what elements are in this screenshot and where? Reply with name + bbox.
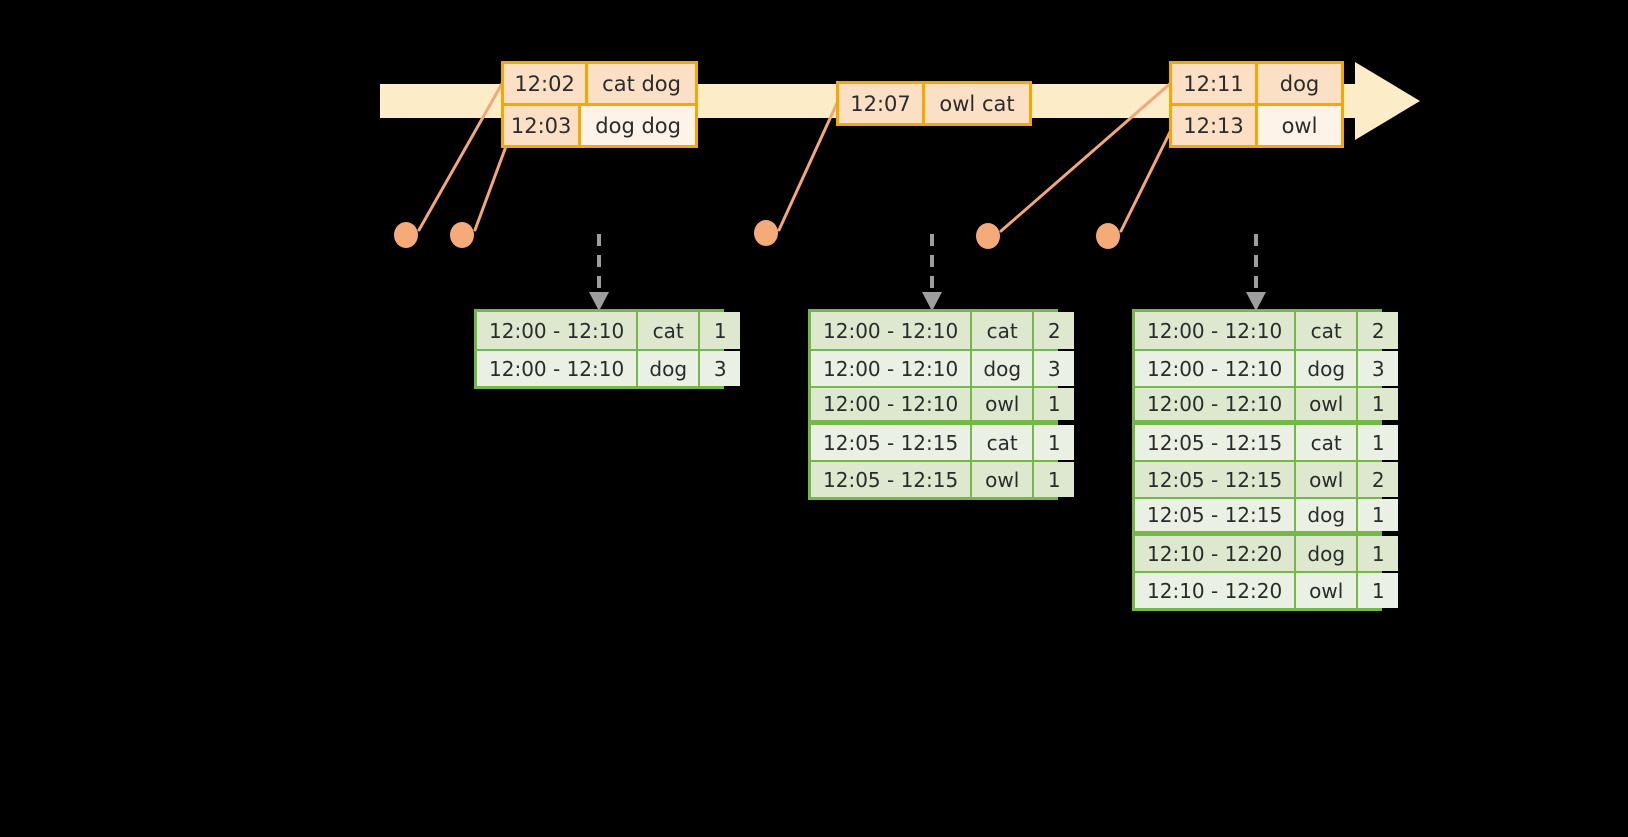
event-dot-1 xyxy=(394,222,418,248)
event-time: 12:13 xyxy=(1172,106,1258,145)
count-cell: 1 xyxy=(1034,425,1075,460)
key-cell: owl xyxy=(972,462,1035,497)
key-cell: cat xyxy=(1296,312,1359,349)
count-cell: 2 xyxy=(1358,312,1399,349)
event-row: 12:02 cat dog xyxy=(504,64,695,103)
window-cell: 12:05 - 12:15 xyxy=(811,462,973,497)
event-words: owl cat xyxy=(925,84,1029,123)
key-cell: owl xyxy=(1296,573,1359,608)
trigger-arrows xyxy=(589,234,1266,311)
connector-line-3 xyxy=(777,99,840,232)
table-row: 12:00 - 12:10 cat 2 xyxy=(811,312,1075,349)
count-cell: 1 xyxy=(700,312,741,349)
table-row: 12:05 - 12:15 cat 1 xyxy=(1135,423,1399,460)
table-row: 12:00 - 12:10 dog 3 xyxy=(1135,349,1399,386)
table-row: 12:10 - 12:20 dog 1 xyxy=(1135,534,1399,571)
table-row: 12:05 - 12:15 owl 2 xyxy=(1135,460,1399,497)
key-cell: cat xyxy=(638,312,701,349)
event-words: dog xyxy=(1258,64,1341,103)
table-row: 12:00 - 12:10 owl 1 xyxy=(811,386,1075,423)
event-dot-5 xyxy=(1096,223,1120,249)
table-row: 12:10 - 12:20 owl 1 xyxy=(1135,571,1399,608)
event-time: 12:02 xyxy=(504,64,589,103)
window-cell: 12:00 - 12:10 xyxy=(1135,351,1297,386)
event-row: 12:03 dog dog xyxy=(504,103,695,145)
count-cell: 2 xyxy=(1034,312,1075,349)
count-cell: 1 xyxy=(1358,573,1399,608)
event-dot-3 xyxy=(754,220,778,246)
count-cell: 1 xyxy=(1034,462,1075,497)
event-time: 12:07 xyxy=(839,84,925,123)
connector-line-1 xyxy=(417,80,505,232)
table-row: 12:05 - 12:15 owl 1 xyxy=(811,460,1075,497)
window-cell: 12:05 - 12:15 xyxy=(1135,425,1297,460)
result-table-2: 12:00 - 12:10 cat 2 12:00 - 12:10 dog 3 … xyxy=(808,309,1075,500)
event-row: 12:07 owl cat xyxy=(839,84,1029,123)
window-cell: 12:05 - 12:15 xyxy=(1135,462,1297,497)
window-cell: 12:05 - 12:15 xyxy=(811,425,973,460)
window-cell: 12:00 - 12:10 xyxy=(477,351,639,386)
window-cell: 12:10 - 12:20 xyxy=(1135,536,1297,571)
window-cell: 12:00 - 12:10 xyxy=(477,312,639,349)
window-cell: 12:05 - 12:15 xyxy=(1135,499,1297,531)
window-cell: 12:00 - 12:10 xyxy=(1135,312,1297,349)
event-words: dog dog xyxy=(581,106,695,145)
key-cell: dog xyxy=(972,351,1035,386)
window-cell: 12:00 - 12:10 xyxy=(811,351,973,386)
trigger-arrow-1 xyxy=(589,234,609,311)
result-table-1: 12:00 - 12:10 cat 1 12:00 - 12:10 dog 3 xyxy=(474,309,741,389)
event-box-3: 12:11 dog 12:13 owl xyxy=(1169,61,1344,148)
key-cell: cat xyxy=(1296,425,1359,460)
count-cell: 1 xyxy=(1358,388,1399,420)
event-dot-2 xyxy=(450,222,474,248)
key-cell: owl xyxy=(972,388,1035,420)
event-words: owl xyxy=(1258,106,1341,145)
window-cell: 12:00 - 12:10 xyxy=(811,388,973,420)
window-cell: 12:00 - 12:10 xyxy=(1135,388,1297,420)
count-cell: 3 xyxy=(700,351,741,386)
event-box-1: 12:02 cat dog 12:03 dog dog xyxy=(501,61,698,148)
event-dot-4 xyxy=(976,223,1000,249)
event-box-2: 12:07 owl cat xyxy=(836,81,1032,126)
trigger-arrow-2 xyxy=(922,234,942,311)
event-words: cat dog xyxy=(588,64,695,103)
count-cell: 3 xyxy=(1034,351,1075,386)
window-cell: 12:00 - 12:10 xyxy=(811,312,973,349)
event-row: 12:13 owl xyxy=(1172,103,1341,145)
key-cell: cat xyxy=(972,312,1035,349)
table-row: 12:05 - 12:15 cat 1 xyxy=(811,423,1075,460)
key-cell: dog xyxy=(1296,499,1359,531)
count-cell: 3 xyxy=(1358,351,1399,386)
count-cell: 1 xyxy=(1358,536,1399,571)
key-cell: dog xyxy=(1296,351,1359,386)
count-cell: 1 xyxy=(1034,388,1075,420)
key-cell: owl xyxy=(1296,462,1359,497)
count-cell: 1 xyxy=(1358,425,1399,460)
result-table-3: 12:00 - 12:10 cat 2 12:00 - 12:10 dog 3 … xyxy=(1132,309,1399,611)
key-cell: dog xyxy=(638,351,701,386)
key-cell: dog xyxy=(1296,536,1359,571)
event-row: 12:11 dog xyxy=(1172,64,1341,103)
window-cell: 12:10 - 12:20 xyxy=(1135,573,1297,608)
count-cell: 1 xyxy=(1358,499,1399,531)
trigger-arrow-3 xyxy=(1246,234,1266,311)
table-row: 12:00 - 12:10 owl 1 xyxy=(1135,386,1399,423)
table-row: 12:00 - 12:10 cat 2 xyxy=(1135,312,1399,349)
table-row: 12:00 - 12:10 dog 3 xyxy=(477,349,741,386)
event-time: 12:11 xyxy=(1172,64,1258,103)
table-row: 12:00 - 12:10 dog 3 xyxy=(811,349,1075,386)
key-cell: cat xyxy=(972,425,1035,460)
connector-line-5 xyxy=(1119,120,1177,233)
event-time: 12:03 xyxy=(504,106,582,145)
table-row: 12:05 - 12:15 dog 1 xyxy=(1135,497,1399,534)
key-cell: owl xyxy=(1296,388,1359,420)
table-row: 12:00 - 12:10 cat 1 xyxy=(477,312,741,349)
count-cell: 2 xyxy=(1358,462,1399,497)
